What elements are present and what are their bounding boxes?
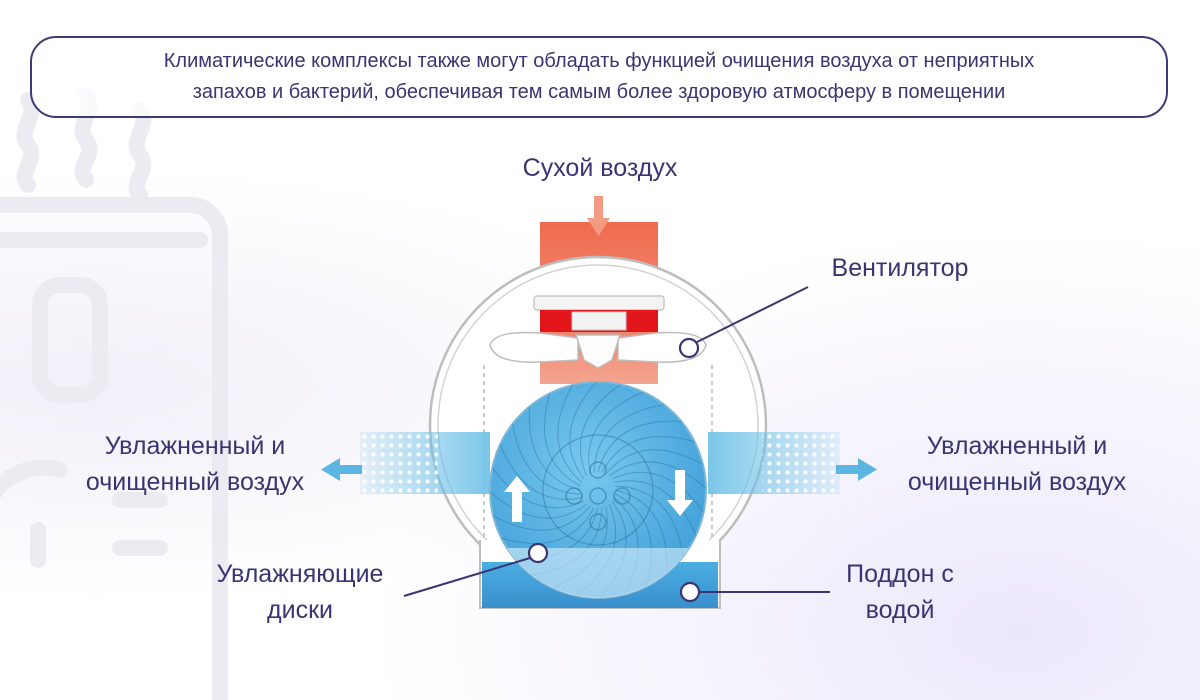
disc-swirl-line [569,382,599,480]
tray-marker [679,581,701,603]
fan-callout-line [696,286,809,343]
disc-swirl-line [611,471,706,515]
info-caption-box: Климатические комплексы также могут обла… [30,36,1168,118]
disc-swirl-line [588,390,647,474]
discs-label-line-2: диски [267,596,333,624]
caption-line-2: запахов и бактерий, обеспечивая тем самы… [192,81,1006,103]
disc-swirl-line [528,403,581,491]
humid-air-right-line-2: очищенный воздух [907,468,1127,496]
dry-air-label-text: Сухой воздух [522,154,678,182]
tray-label-line-1: Поддон с [846,560,954,588]
disc-swirl-line [597,420,685,473]
humid-air-right-line-1: Увлажненный и [926,432,1108,460]
fan-marker [678,337,700,359]
discs-callout-line [403,557,531,597]
disc-swirl-line [490,489,588,519]
dry-air-label: Сухой воздух [490,150,710,186]
disc-swirl-line [615,485,685,559]
rotation-arrow-icon [504,470,693,522]
disc-swirl-line [605,449,706,475]
fan-label-text: Вентилятор [831,254,969,282]
disc-swirl-line [579,382,623,477]
air-outflow-arrow-icon [321,458,877,481]
disc-swirl-line [608,461,706,491]
disc-swirl-line [601,435,698,473]
humid-air-outflow-right [708,432,840,494]
tray-label-line-2: водой [865,596,935,624]
humid-air-right-label: Увлажненный и очищенный воздух [862,428,1172,500]
disc-swirl-line [557,382,583,483]
disc-swirl-line [490,505,591,531]
fan-label: Вентилятор [810,250,990,286]
discs-label-line-1: Увлажняющие [216,560,384,588]
disc-swirl-line [498,441,582,500]
disc-swirl-line [614,480,698,539]
disc-swirl-line [543,390,581,487]
tray-label: Поддон с водой [800,556,1000,628]
humid-air-left-label: Увлажненный и очищенный воздух [40,428,350,500]
humidifier-background-icon [0,87,228,700]
disc-swirl-line [490,465,585,509]
discs-marker [527,542,549,564]
air-inflow-arrow-icon [587,196,610,236]
discs-label: Увлажняющие диски [180,556,420,628]
humid-air-left-line-2: очищенный воздух [85,468,305,496]
disc-swirl-line [511,421,581,495]
humid-air-outflow-left [360,432,490,494]
disc-swirl-line [498,507,595,545]
humid-air-left-line-1: Увлажненный и [104,432,286,460]
caption-line-1: Климатические комплексы также могут обла… [163,50,1035,72]
disc-swirl-line [593,403,667,473]
